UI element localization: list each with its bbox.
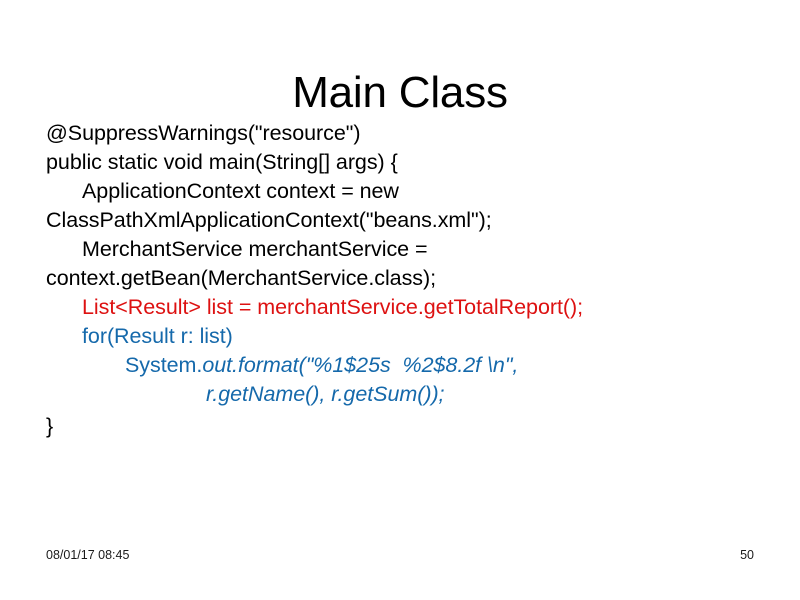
code-line-closing-brace: }: [46, 414, 54, 438]
code-line-annotation: @SuppressWarnings("resource"): [46, 121, 361, 145]
code-line-main-signature: public static void main(String[] args) {: [46, 150, 398, 174]
page-title: Main Class: [292, 68, 508, 118]
code-token-out-format: out.format("%1$25s %2$8.2f \n",: [202, 353, 519, 377]
slide-footer: 08/01/17 08:45 50: [0, 548, 800, 572]
code-token-system: System.: [125, 353, 203, 377]
code-line-format-args: r.getName(), r.getSum());: [206, 382, 445, 406]
code-body: @SuppressWarnings("resource") public sta…: [46, 119, 752, 441]
title-block: Main Class: [0, 40, 800, 146]
code-line-merchant-service: MerchantService merchantService = contex…: [46, 237, 437, 290]
code-line-application-context: ApplicationContext context = new ClassPa…: [46, 179, 492, 232]
footer-date: 08/01/17 08:45: [46, 548, 130, 562]
code-line-for-loop: for(Result r: list): [82, 324, 233, 348]
code-line-get-total-report: List<Result> list = merchantService.getT…: [82, 295, 584, 319]
code-line-format-call: System.out.format("%1$25s %2$8.2f \n",: [46, 351, 752, 380]
footer-page-number: 50: [740, 548, 754, 562]
